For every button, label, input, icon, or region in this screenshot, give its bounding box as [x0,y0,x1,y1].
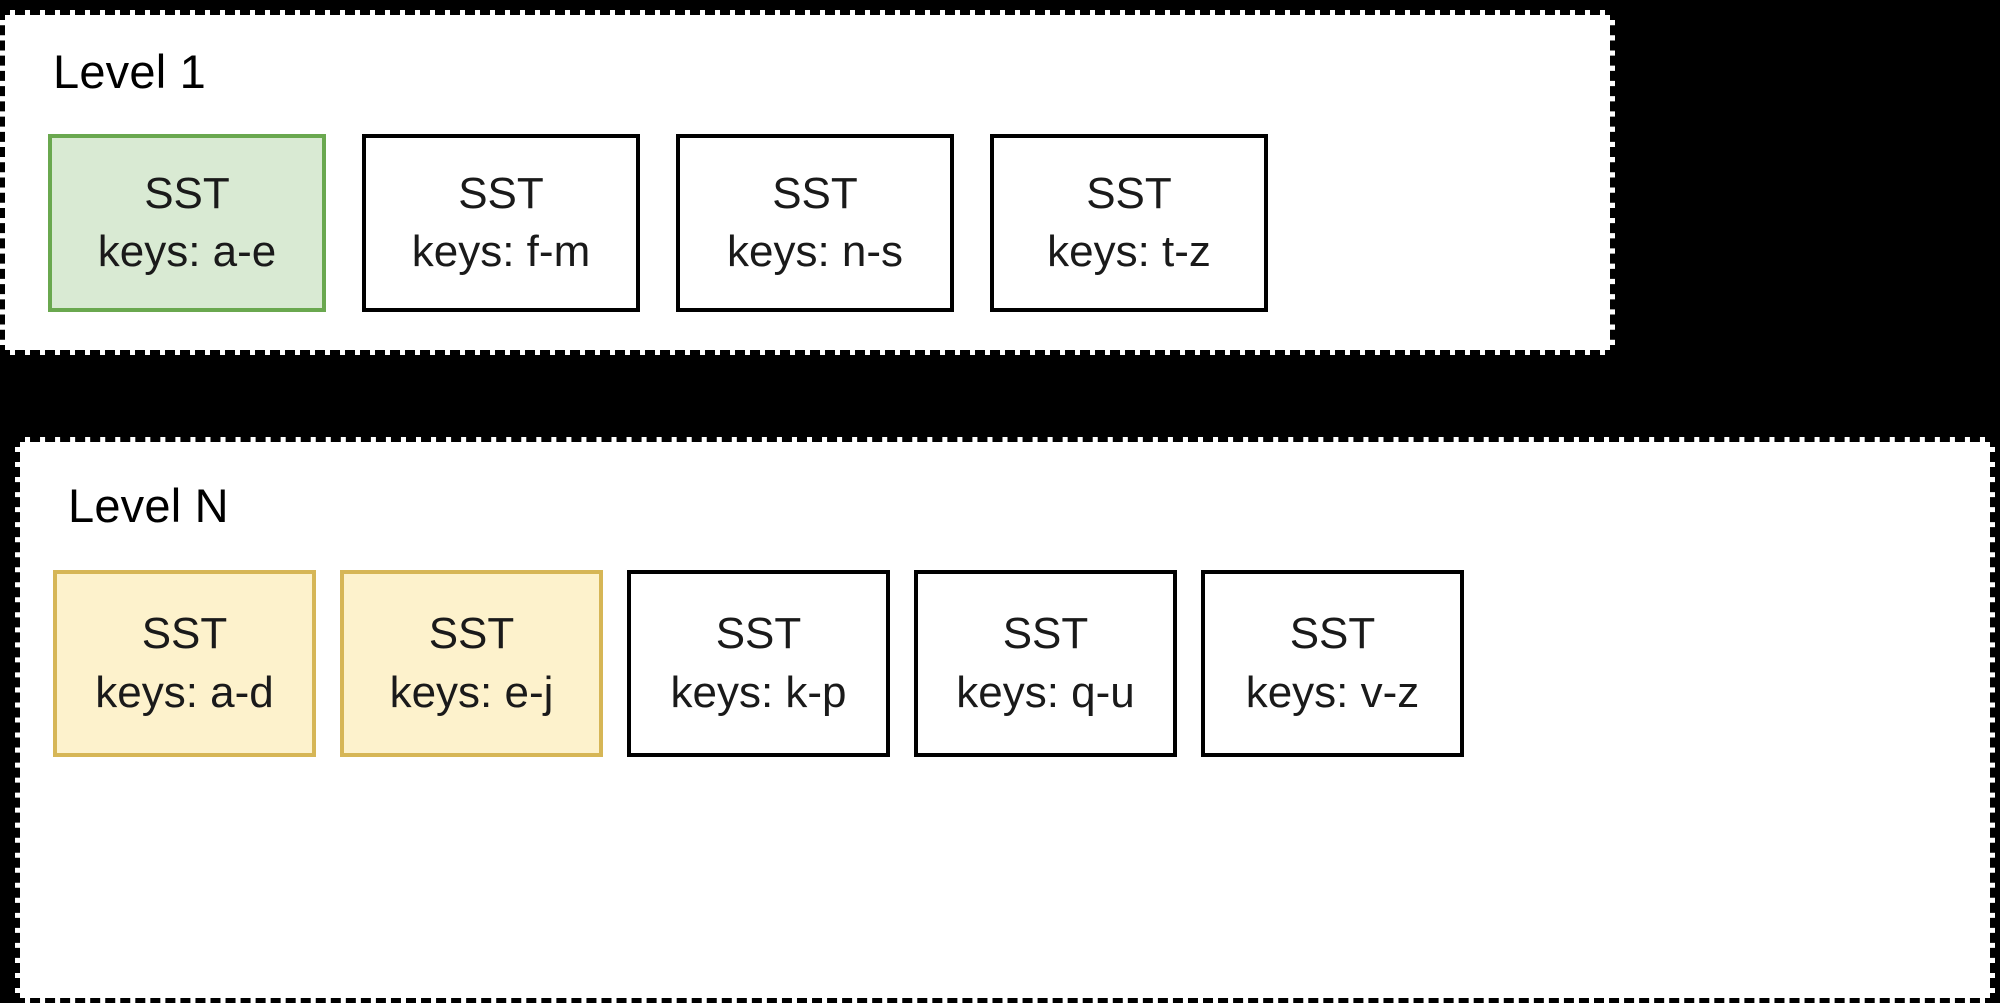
sst-label: SST [141,609,228,659]
sst-box-leveln-1[interactable]: SST keys: e-j [340,570,603,757]
level-panel-1: Level 1 SST keys: a-e SST keys: f-m SST … [0,10,1615,355]
sst-label: SST [144,168,230,218]
sst-box-level1-1[interactable]: SST keys: f-m [362,134,640,312]
sst-label: SST [458,168,544,218]
sst-label: SST [1289,609,1376,659]
level-n-sst-row: SST keys: a-d SST keys: e-j SST keys: k-… [53,570,1464,757]
sst-box-level1-0[interactable]: SST keys: a-e [48,134,326,312]
sst-label: SST [1086,168,1172,218]
sst-label: SST [428,609,515,659]
sst-key-range: keys: q-u [956,667,1135,717]
sst-key-range: keys: v-z [1245,667,1420,717]
sst-key-range: keys: e-j [389,667,554,717]
sst-box-leveln-0[interactable]: SST keys: a-d [53,570,316,757]
sst-label: SST [772,168,858,218]
sst-box-level1-2[interactable]: SST keys: n-s [676,134,954,312]
sst-box-leveln-4[interactable]: SST keys: v-z [1201,570,1464,757]
sst-key-range: keys: a-e [97,227,277,276]
level-1-sst-row: SST keys: a-e SST keys: f-m SST keys: n-… [48,134,1268,312]
sst-key-range: keys: f-m [411,227,591,276]
sst-key-range: keys: k-p [670,667,847,717]
sst-key-range: keys: n-s [726,227,904,276]
sst-label: SST [715,609,802,659]
level-1-title: Level 1 [53,45,206,98]
sst-key-range: keys: a-d [95,667,274,717]
sst-label: SST [1002,609,1089,659]
sst-box-level1-3[interactable]: SST keys: t-z [990,134,1268,312]
sst-box-leveln-2[interactable]: SST keys: k-p [627,570,890,757]
level-n-title: Level N [68,479,229,532]
sst-box-leveln-3[interactable]: SST keys: q-u [914,570,1177,757]
level-panel-n: Level N SST keys: a-d SST keys: e-j SST … [15,437,1995,1003]
sst-key-range: keys: t-z [1047,227,1211,276]
